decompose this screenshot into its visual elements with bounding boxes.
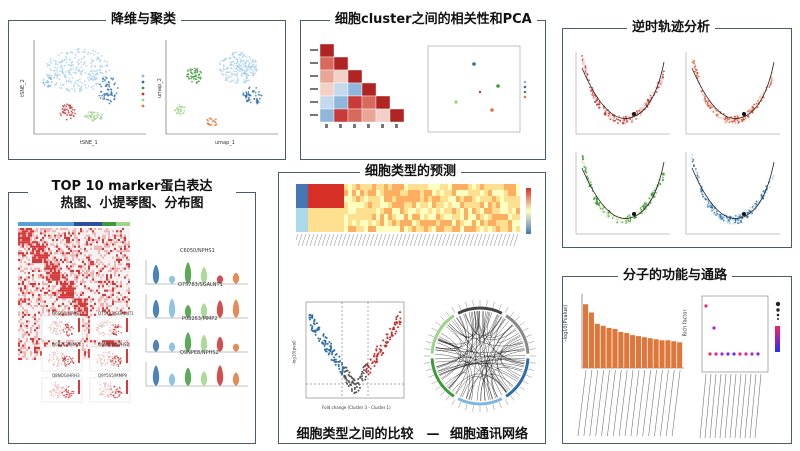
feature-label-4: Q9NPE8/NPHS2 [98, 342, 130, 347]
pathway-bar [665, 340, 671, 368]
pseudotime-title: 逆时轨迹分析 [627, 20, 716, 36]
rich-factor-label: Rich factor [682, 309, 689, 337]
pathway-panel [562, 276, 792, 444]
prediction-heatmap [296, 184, 531, 247]
pathway-bar-label-line [648, 369, 657, 437]
feature-label-6: Q9Y5S5/MMP9 [98, 373, 127, 378]
pathway-bar-label-line [607, 369, 616, 437]
pathway-bar-label-line [636, 369, 646, 437]
pathway-bar [671, 341, 677, 368]
correlation-heatmap [310, 43, 405, 128]
pathway-bar-label-line [595, 369, 604, 437]
tsne-plot [33, 40, 146, 135]
feature-plots [41, 315, 131, 403]
celltype-prediction-title: 细胞类型的预测 [360, 164, 462, 180]
dim-reduction-panel [8, 20, 286, 160]
pathway-y-label: -log10(Pvalue) [563, 304, 570, 342]
feature-label-2: O75783/SGALNT1 [98, 311, 134, 316]
pathway-bar [618, 332, 624, 368]
umap-x-label: umap_1 [215, 140, 235, 146]
pathway-bar-label-line [624, 369, 634, 437]
pathway-bar [659, 340, 665, 368]
pca-plot [427, 45, 527, 133]
pathway-bar [647, 338, 653, 368]
cluster-correlation-title: 细胞cluster之间的相关性和PCA [330, 12, 537, 28]
violin-label-2: O75783/SGALNT1 [178, 282, 223, 288]
pathway-bar [677, 342, 683, 368]
pathway-bar-label-line [660, 369, 669, 437]
pathway-bar [641, 337, 647, 368]
umap-plot [165, 40, 278, 135]
pathway-bar-label-line [630, 369, 640, 437]
tsne-x-label: tSNE_1 [80, 140, 98, 146]
pathway-bar [635, 336, 642, 368]
pathway-bar-label-line [642, 369, 652, 437]
pathway-bar-label-line [601, 369, 610, 437]
pathway-bar-label-line [618, 369, 628, 437]
cell-communication-caption: 细胞通讯网络 [444, 426, 534, 443]
celltype-comparison-caption: 细胞类型之间的比较 [290, 426, 420, 443]
pathway-bar [612, 328, 618, 368]
pseudotime-panel [562, 28, 792, 248]
pathway-bar [600, 325, 606, 368]
chord-diagram [423, 299, 536, 413]
pathway-bar [624, 333, 630, 368]
pathway-bar [653, 339, 659, 368]
feature-label-3: Q08263/MMP2 [52, 342, 82, 347]
pathway-bar [606, 327, 612, 368]
violin-label-3: P08263/MMP2 [182, 316, 218, 322]
violin-plots [145, 260, 248, 387]
dash-separator: — [426, 427, 440, 442]
volcano-y-label: -log10(pval) [291, 340, 297, 365]
volcano-plot [305, 301, 405, 399]
pathway-bar-label-line [654, 369, 663, 437]
umap-y-label: umap_2 [156, 78, 163, 98]
pathway-bar [588, 312, 594, 368]
pathway-bar-label-line [589, 369, 599, 437]
marker-expression-title-line2: 热图、小提琴图、分布图 [60, 196, 204, 211]
pathway-bar-chart [577, 294, 684, 437]
pathway-bar-label-line [612, 369, 622, 437]
pathway-bar [630, 335, 636, 368]
violin-label-1: C6050/NPHS1 [180, 248, 215, 254]
feature-label-5: Q8NOG/HRH3 [52, 373, 80, 378]
rich-factor-plot [699, 295, 781, 439]
violin-label-4: Q9NPE8/NPHS2 [180, 350, 219, 356]
feature-label-1: Q6SOO/NPHS1 [52, 311, 82, 316]
pathway-bar [594, 323, 600, 368]
pathway-bar-label-line [577, 369, 587, 437]
dim-reduction-title: 降维与聚类 [106, 12, 182, 28]
pseudotime-plots [575, 52, 780, 235]
pathway-title: 分子的功能与通路 [618, 268, 733, 284]
pathway-bar-label-line [583, 369, 593, 437]
tsne-legend [141, 74, 145, 108]
pathway-bar [583, 304, 589, 368]
marker-expression-title-line1: TOP 10 marker蛋白表达 [28, 178, 236, 195]
tsne-y-label: tSNE_2 [19, 79, 26, 97]
pathway-bar-label-line [671, 369, 681, 437]
pathway-bar-label-line [665, 369, 675, 437]
volcano-x-label: Fold change (Cluster 3 - Cluster 1) [322, 405, 391, 410]
